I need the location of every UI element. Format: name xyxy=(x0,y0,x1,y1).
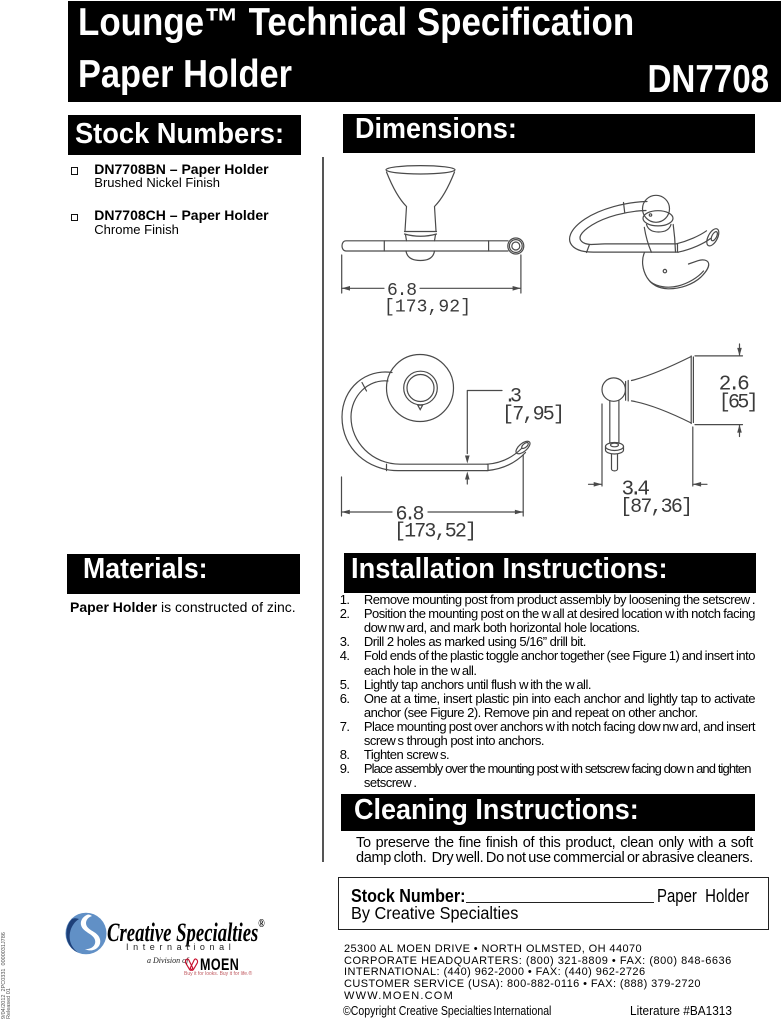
svg-text:[65]: [65] xyxy=(719,392,759,415)
svg-text:[173,92]: [173,92] xyxy=(384,298,471,318)
svg-text:6.8: 6.8 xyxy=(396,504,425,527)
svg-text:3.4: 3.4 xyxy=(622,479,651,502)
svg-text:[87,36]: [87,36] xyxy=(620,496,693,519)
svg-text:[7,95]: [7,95] xyxy=(502,404,565,427)
svg-text:6.8: 6.8 xyxy=(387,281,417,301)
svg-text:.3: .3 xyxy=(504,386,522,409)
svg-text:2.6: 2.6 xyxy=(719,374,750,397)
svg-text:[173,52]: [173,52] xyxy=(394,521,477,544)
